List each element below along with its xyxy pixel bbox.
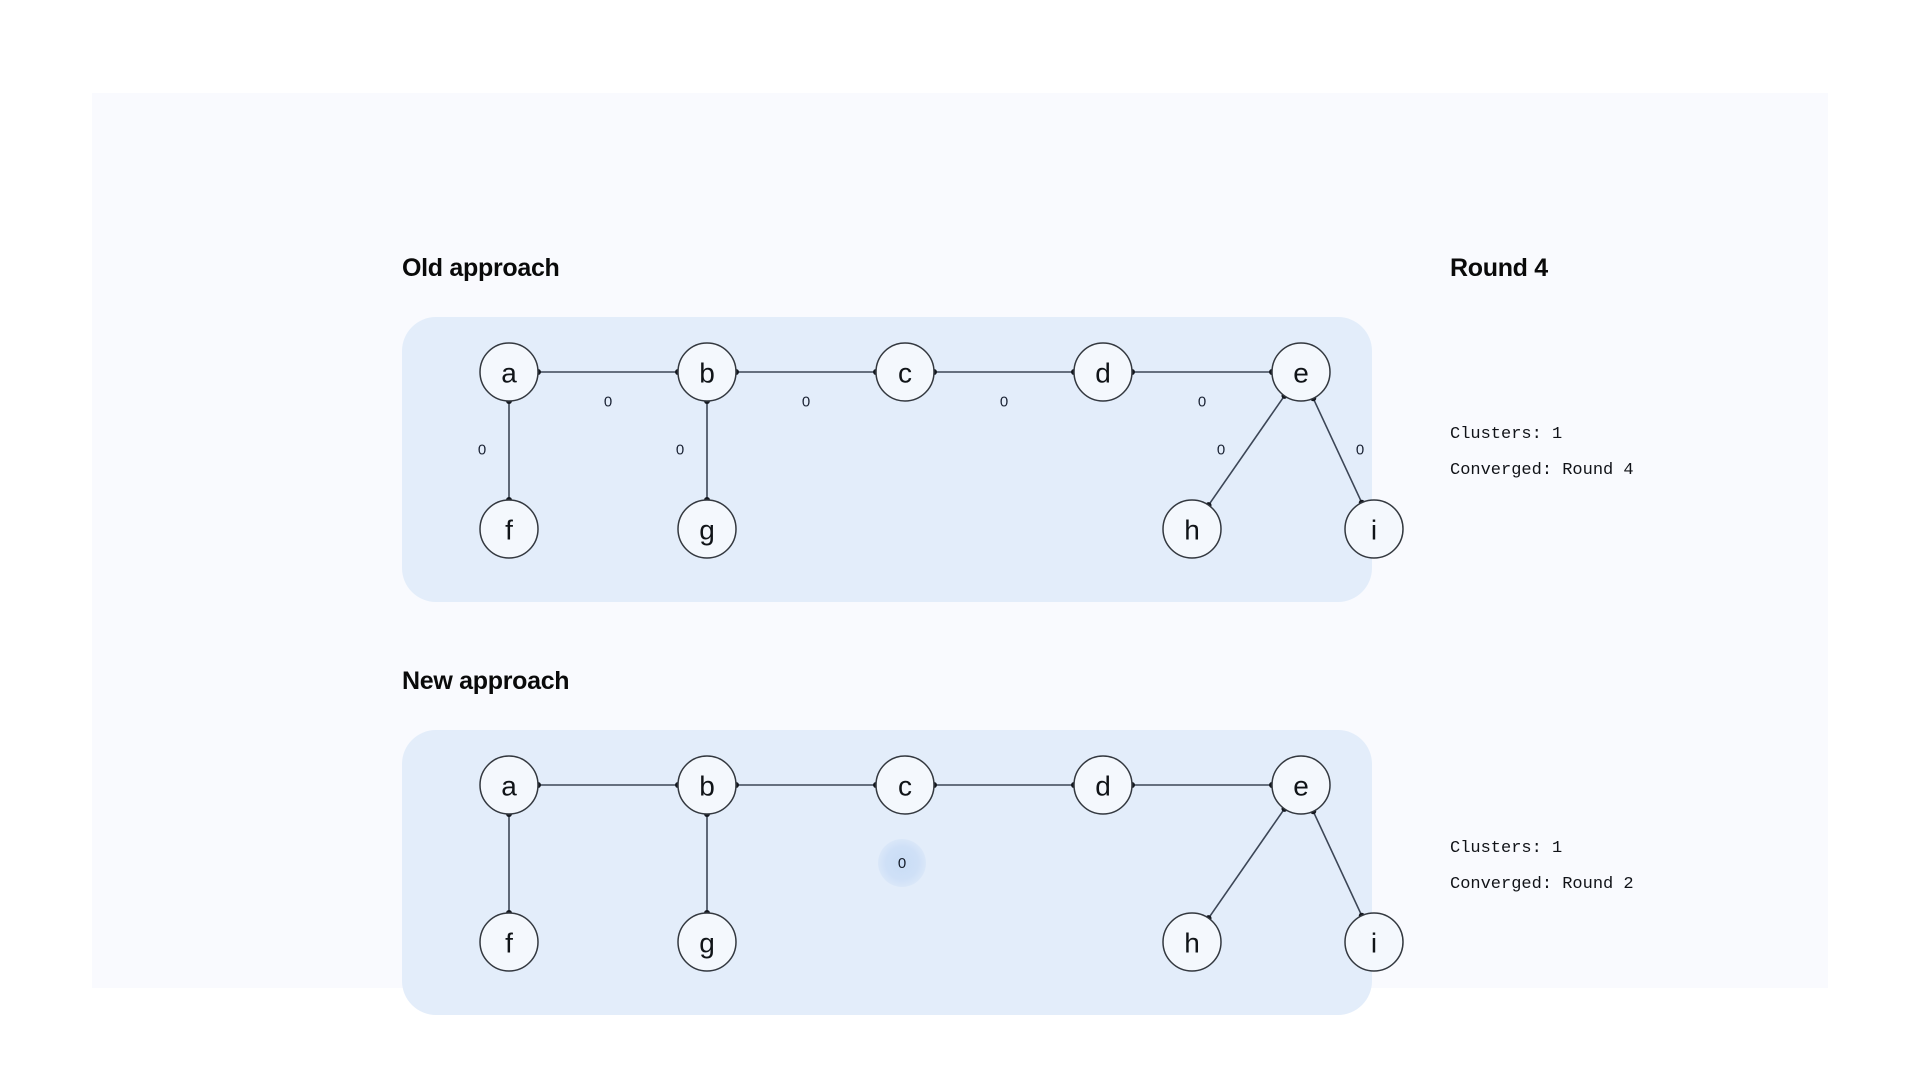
- new-approach-stats: Clusters: 1 Converged: Round 2: [1450, 831, 1634, 903]
- new-graph-stage: a b c d e f g h i 0: [402, 730, 1404, 1015]
- node-label: i: [1371, 515, 1377, 546]
- graph-edge: [1205, 805, 1288, 922]
- graph-node-i[interactable]: i: [1344, 912, 1404, 972]
- graph-edge: 0: [1129, 369, 1275, 411]
- graph-edge: 0: [1205, 392, 1288, 509]
- graph-node-f[interactable]: f: [479, 912, 539, 972]
- node-circle[interactable]: [479, 912, 539, 972]
- node-circle[interactable]: [1073, 342, 1133, 402]
- graph-edge: 0: [931, 369, 1077, 411]
- node-label: b: [699, 771, 715, 802]
- graph-edge: [506, 811, 512, 916]
- node-circle[interactable]: [1344, 912, 1404, 972]
- old-converged-line: Converged: Round 4: [1450, 461, 1634, 480]
- content-panel: Old approach 0 0 0 0 0 0 0 0 a b c d e f g h i New appro…: [92, 93, 1828, 1015]
- node-circle[interactable]: [479, 342, 539, 402]
- graph-edge: 0: [478, 398, 512, 503]
- graph-node-h[interactable]: h: [1162, 499, 1222, 559]
- floating-weight-badge: 0: [878, 839, 926, 887]
- graph-node-a[interactable]: a: [479, 342, 539, 402]
- node-circle[interactable]: [1344, 499, 1404, 559]
- node-label: f: [505, 928, 513, 959]
- new-approach-title: New approach: [402, 667, 570, 695]
- new-clusters-line: Clusters: 1: [1450, 839, 1563, 858]
- node-label: c: [898, 358, 912, 389]
- graph-edge: 0: [535, 369, 681, 411]
- graph-node-d[interactable]: d: [1073, 342, 1133, 402]
- node-label: b: [699, 358, 715, 389]
- node-label: a: [501, 358, 517, 389]
- node-circle[interactable]: [1271, 755, 1331, 815]
- node-label: h: [1184, 928, 1200, 959]
- old-clusters-line: Clusters: 1: [1450, 425, 1563, 444]
- old-approach-graph-svg: 0 0 0 0 0 0 0 0 a b c d e f g h i: [478, 342, 1404, 559]
- old-approach-stats: Clusters: 1 Converged: Round 4: [1450, 417, 1634, 489]
- node-circle[interactable]: [677, 499, 737, 559]
- node-label: c: [898, 771, 912, 802]
- node-circle[interactable]: [1271, 342, 1331, 402]
- node-label: g: [699, 928, 715, 959]
- graph-node-b[interactable]: b: [677, 342, 737, 402]
- graph-edge: [1129, 782, 1275, 788]
- edge-weight-label: 0: [802, 394, 810, 411]
- graph-node-c[interactable]: c: [875, 755, 935, 815]
- graph-node-e[interactable]: e: [1271, 755, 1331, 815]
- node-circle[interactable]: [677, 342, 737, 402]
- node-label: h: [1184, 515, 1200, 546]
- graph-edge: [1310, 808, 1365, 919]
- node-circle[interactable]: [479, 755, 539, 815]
- graph-edge: 0: [676, 398, 710, 503]
- node-label: i: [1371, 928, 1377, 959]
- graph-node-h[interactable]: h: [1162, 912, 1222, 972]
- graph-node-d[interactable]: d: [1073, 755, 1133, 815]
- edge-weight-label: 0: [676, 442, 684, 459]
- node-label: f: [505, 515, 513, 546]
- new-converged-line: Converged: Round 2: [1450, 875, 1634, 894]
- old-approach-title: Old approach: [402, 254, 560, 282]
- old-approach-graph-panel: 0 0 0 0 0 0 0 0 a b c d e f g h i: [402, 317, 1404, 602]
- edge-weight-label: 0: [1000, 394, 1008, 411]
- edge-line: [1312, 810, 1363, 917]
- new-approach-graph-panel: a b c d e f g h i 0: [402, 730, 1404, 1015]
- graph-edge: [704, 811, 710, 916]
- edge-weight-label: 0: [1198, 394, 1206, 411]
- node-circle[interactable]: [1162, 499, 1222, 559]
- graph-node-g[interactable]: g: [677, 499, 737, 559]
- edge-weight-label: 0: [478, 442, 486, 459]
- edge-line: [1207, 395, 1286, 506]
- node-circle[interactable]: [677, 912, 737, 972]
- graph-node-c[interactable]: c: [875, 342, 935, 402]
- edge-line: [1207, 808, 1286, 919]
- node-circle[interactable]: [1162, 912, 1222, 972]
- graph-node-e[interactable]: e: [1271, 342, 1331, 402]
- graph-edge: [733, 782, 879, 788]
- graph-node-g[interactable]: g: [677, 912, 737, 972]
- node-circle[interactable]: [875, 342, 935, 402]
- node-label: e: [1293, 771, 1309, 802]
- edge-line: [1312, 397, 1363, 504]
- node-circle[interactable]: [479, 499, 539, 559]
- graph-node-b[interactable]: b: [677, 755, 737, 815]
- old-graph-stage: 0 0 0 0 0 0 0 0 a b c d e f g h i: [402, 317, 1404, 602]
- graph-edge: 0: [733, 369, 879, 411]
- node-label: d: [1095, 358, 1111, 389]
- node-circle[interactable]: [875, 755, 935, 815]
- new-approach-graph-svg: a b c d e f g h i: [479, 755, 1404, 972]
- graph-node-f[interactable]: f: [479, 499, 539, 559]
- edge-weight-label: 0: [604, 394, 612, 411]
- graph-edge: [931, 782, 1077, 788]
- graph-edge: 0: [1310, 395, 1365, 506]
- round-title: Round 4: [1450, 254, 1548, 282]
- graph-node-a[interactable]: a: [479, 755, 539, 815]
- edge-weight-label: 0: [1356, 442, 1364, 459]
- node-label: e: [1293, 358, 1309, 389]
- node-label: a: [501, 771, 517, 802]
- node-label: g: [699, 515, 715, 546]
- node-circle[interactable]: [1073, 755, 1133, 815]
- edge-weight-label: 0: [1217, 442, 1225, 459]
- graph-node-i[interactable]: i: [1344, 499, 1404, 559]
- node-label: d: [1095, 771, 1111, 802]
- graph-edge: [535, 782, 681, 788]
- node-circle[interactable]: [677, 755, 737, 815]
